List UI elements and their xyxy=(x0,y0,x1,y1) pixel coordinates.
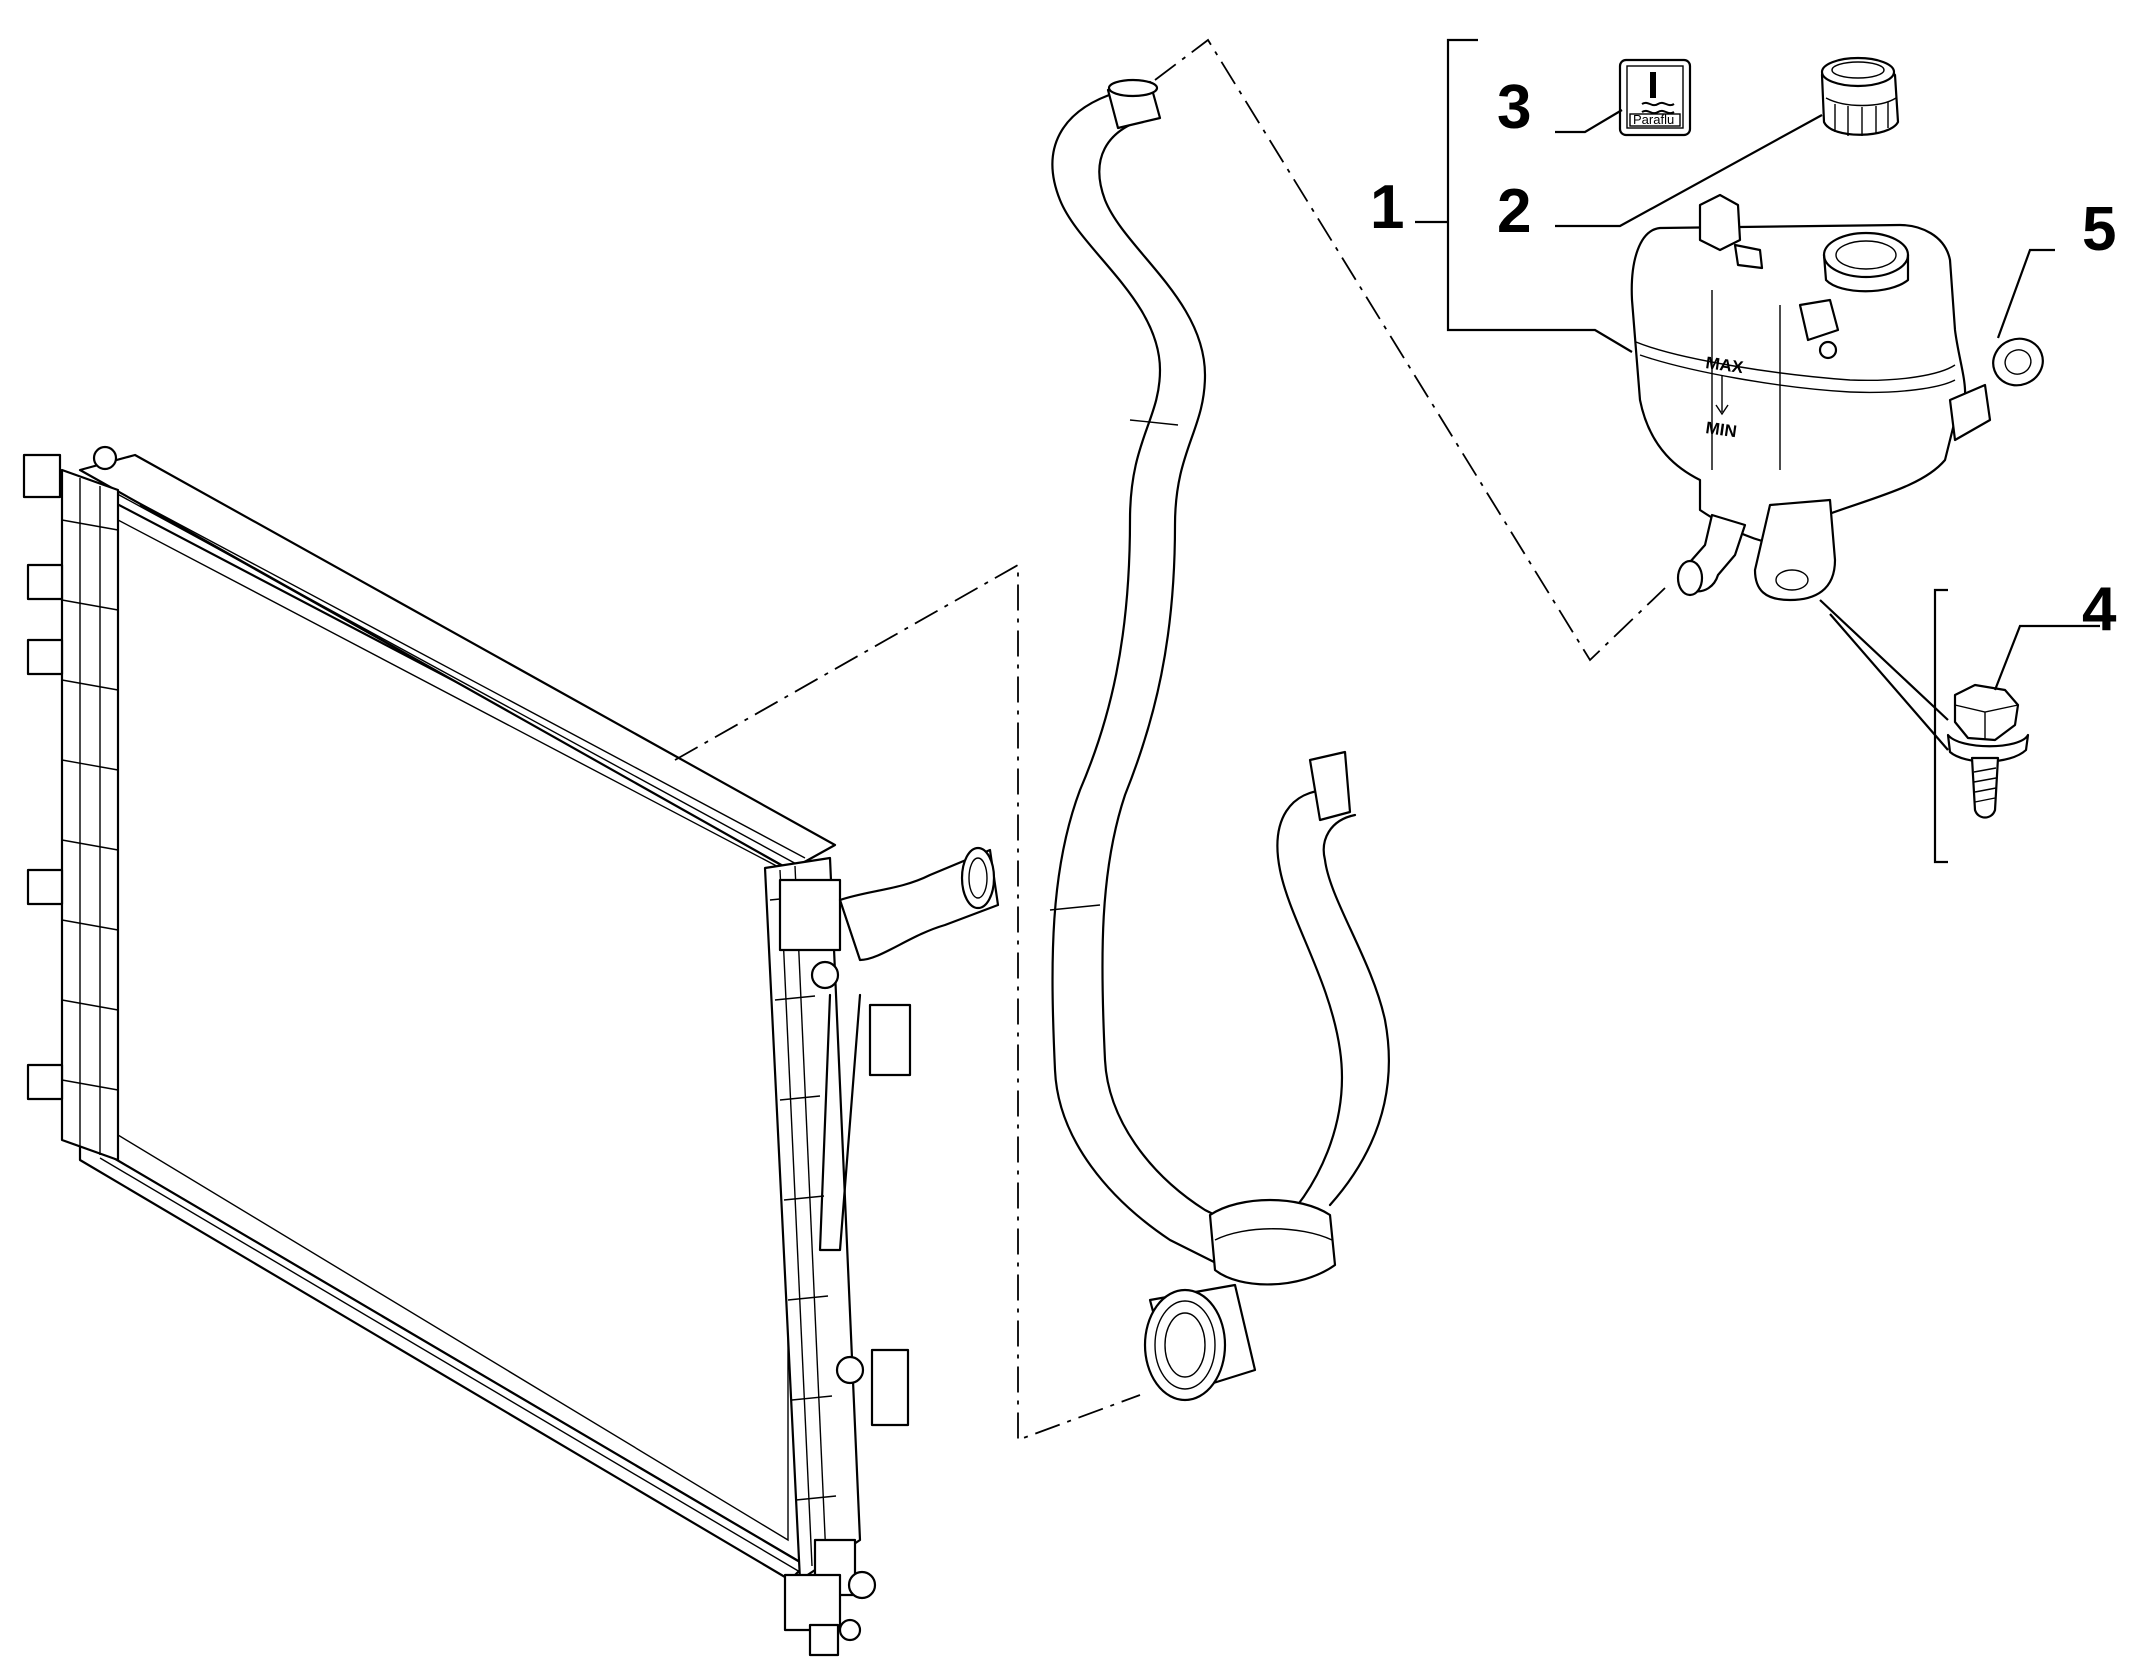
seal-ring xyxy=(1992,337,2044,387)
flange-bolt xyxy=(1946,683,2030,819)
callout-4: 4 xyxy=(2082,575,2117,644)
coolant-hose-short xyxy=(1208,750,1390,1286)
callout-2: 2 xyxy=(1497,177,1531,246)
reference-lines xyxy=(674,38,1666,1442)
expansion-tank: MAX MIN xyxy=(1630,193,1992,602)
callout-3: 3 xyxy=(1497,73,1531,142)
paraflu-label-text: Paraflu xyxy=(1633,112,1674,127)
callout-1: 1 xyxy=(1370,173,1404,242)
leader-lines xyxy=(1415,38,2100,864)
tank-min-mark: MIN xyxy=(1704,418,1738,441)
hose-clamp-connector xyxy=(1143,1283,1257,1402)
radiator xyxy=(22,445,1000,1657)
callout-5: 5 xyxy=(2082,195,2116,264)
coolant-hose-long xyxy=(1049,78,1257,1272)
coolant-label-decal: Paraflu xyxy=(1618,58,1692,137)
expansion-tank-cap xyxy=(1820,56,1900,136)
